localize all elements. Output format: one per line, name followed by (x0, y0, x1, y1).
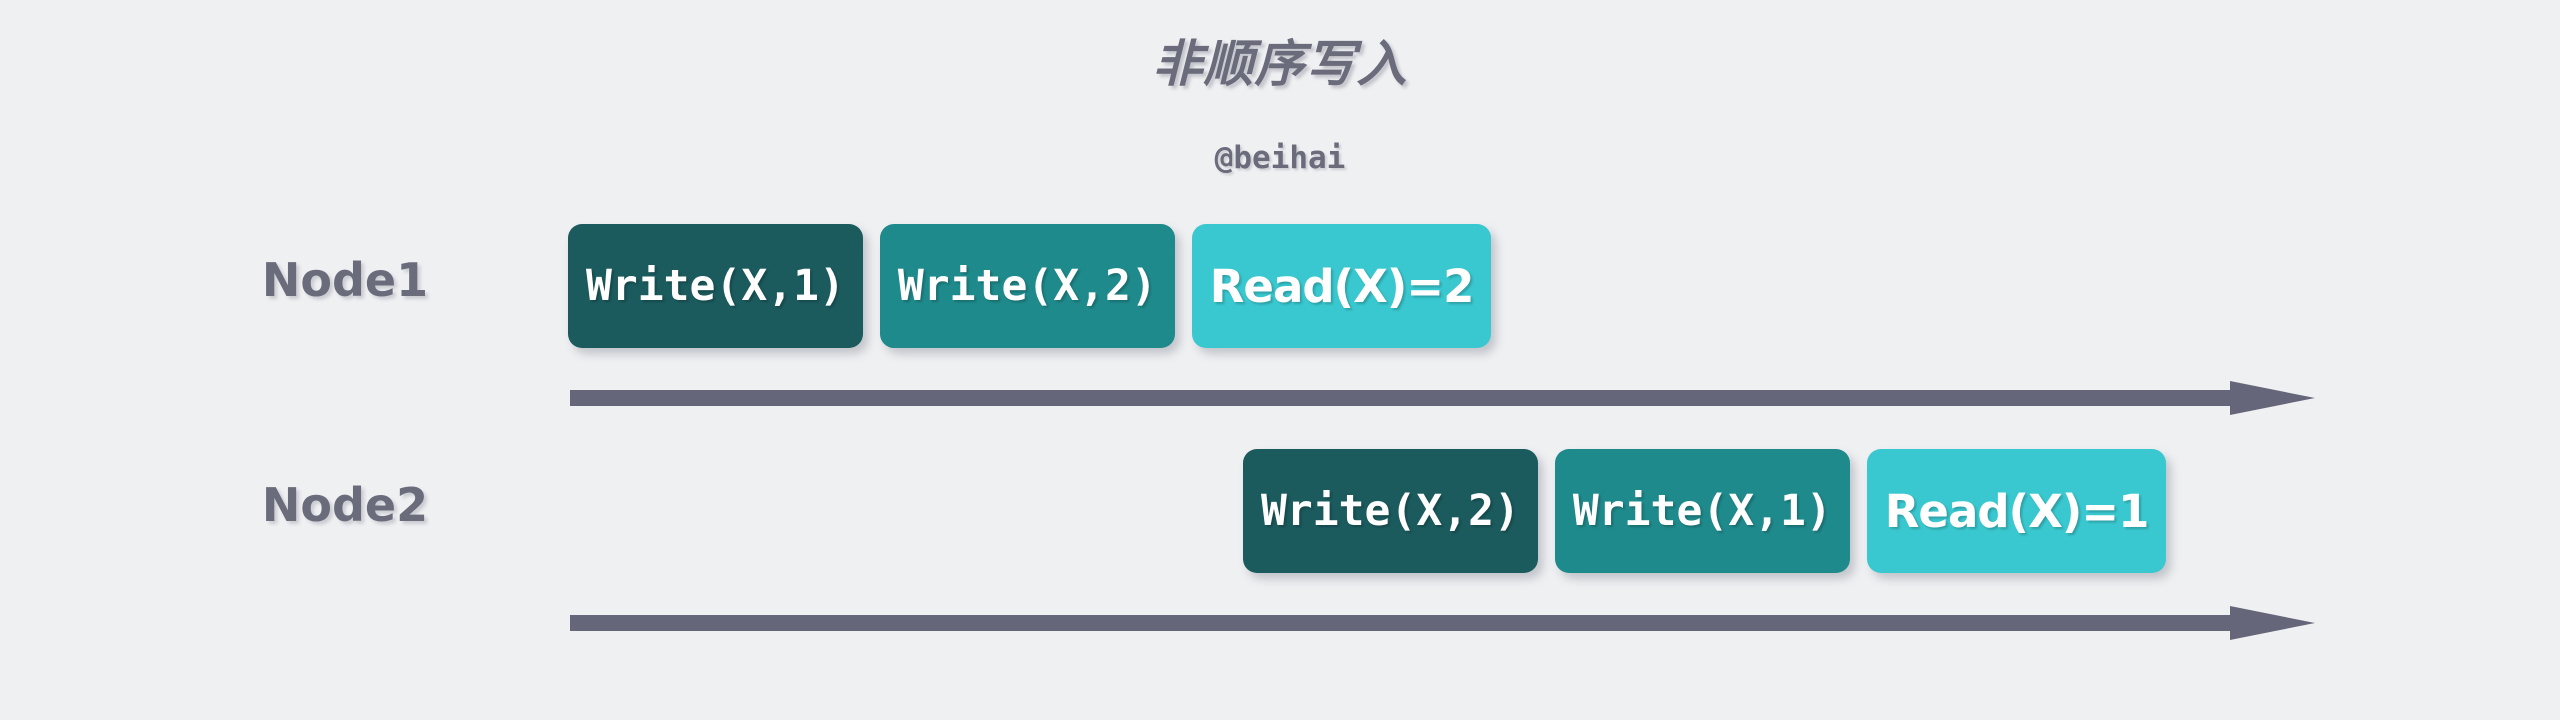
operation-box-write-x-2[interactable]: Write(X,2) (879, 224, 1175, 348)
operation-box-write-x-1[interactable]: Write(X,1) (568, 224, 863, 348)
node-row-node1: Node1 Write(X,1) Write(X,2) Read(X)=2 (0, 215, 2560, 415)
timeline-arrow-node2 (570, 606, 2315, 640)
operation-box-write-x-1-node2[interactable]: Write(X,1) (1554, 449, 1850, 573)
operation-sequence-node1: Write(X,1) Write(X,2) Read(X)=2 (568, 224, 1492, 348)
node-row-node2: Node2 Write(X,2) Write(X,1) Read(X)=1 (0, 440, 2560, 640)
timeline-arrow-node2-icon (570, 606, 2315, 640)
timeline-arrow-node1-icon (570, 381, 2315, 415)
operation-box-read-x-2[interactable]: Read(X)=2 (1191, 224, 1492, 348)
author-credit: @beihai (1214, 140, 1346, 176)
operation-sequence-node2: Write(X,2) Write(X,1) Read(X)=1 (1243, 449, 2167, 573)
timeline-arrow-node1 (570, 381, 2315, 415)
node-label-node1: Node1 (261, 253, 429, 307)
node-label-node2: Node2 (261, 478, 429, 532)
operation-box-write-x-2-node2[interactable]: Write(X,2) (1243, 449, 1538, 573)
operation-box-read-x-1-node2[interactable]: Read(X)=1 (1866, 449, 2167, 573)
page-title: 非顺序写入 (1152, 35, 1408, 93)
